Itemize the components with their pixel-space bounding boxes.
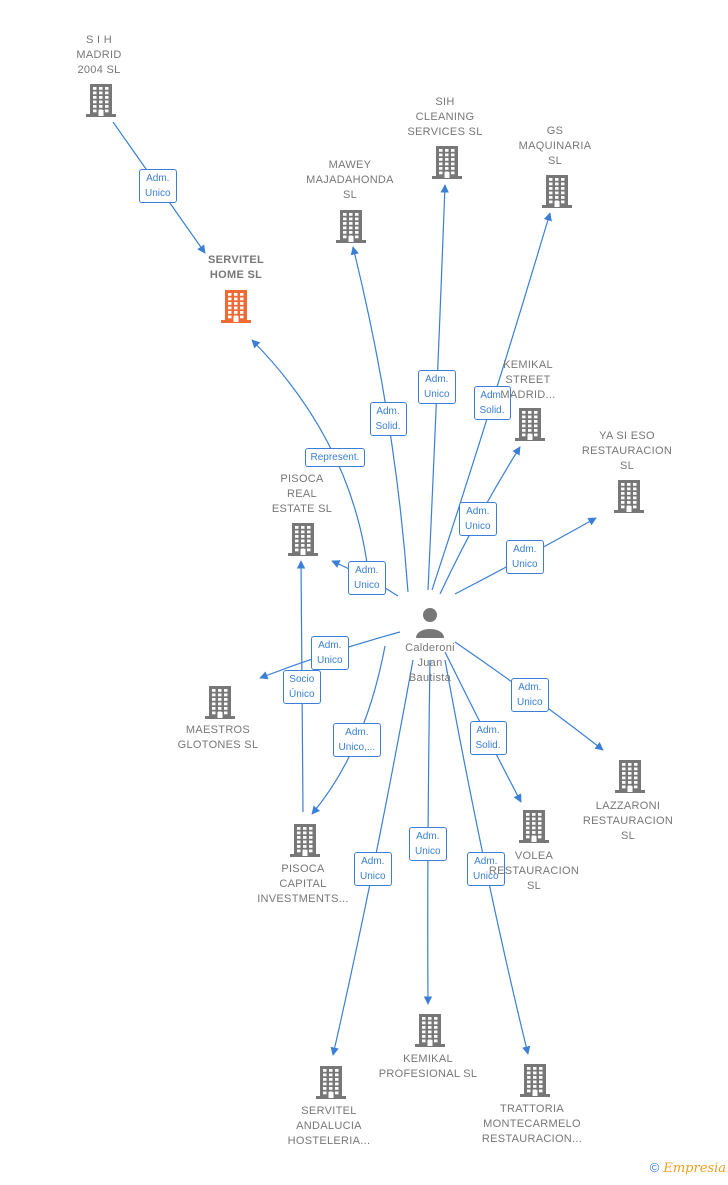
edge-label-sih_madrid-to-servitel_home[interactable]: Adm. Unico: [139, 169, 177, 203]
edge-label-person-to-ya_si_eso[interactable]: Adm. Unico: [506, 540, 544, 574]
focus-company-building-icon[interactable]: [219, 288, 253, 324]
node-label-maestros[interactable]: MAESTROS GLOTONES SL: [177, 724, 259, 751]
node-label-pisoca_capital[interactable]: PISOCA CAPITAL INVESTMENTS...: [257, 862, 349, 905]
edge-label-person-to-lazzaroni[interactable]: Adm. Unico: [511, 678, 549, 712]
node-label-person[interactable]: Calderoni Juan Bautista: [405, 641, 455, 684]
company-building-icon[interactable]: [413, 1012, 447, 1048]
node-label-sih_cleaning[interactable]: SIH CLEANING SERVICES SL: [407, 95, 483, 138]
empresia-logo: Empresia: [663, 1161, 726, 1176]
edge-label-person-to-kemikal_prof[interactable]: Adm. Unico: [409, 827, 447, 861]
node-label-servitel_andalucia[interactable]: SERVITEL ANDALUCIA HOSTELERIA...: [287, 1104, 371, 1147]
copyright-icon: ©: [649, 1160, 660, 1175]
company-building-icon[interactable]: [517, 808, 551, 844]
company-building-icon[interactable]: [613, 758, 647, 794]
company-building-icon[interactable]: [430, 144, 464, 180]
company-building-icon[interactable]: [288, 822, 322, 858]
company-building-icon[interactable]: [518, 1062, 552, 1098]
company-building-icon[interactable]: [286, 521, 320, 557]
company-building-icon[interactable]: [540, 173, 574, 209]
edge-label-pisoca_capital-to-pisoca_real[interactable]: Socio Único: [283, 670, 321, 704]
node-label-kemikal_prof[interactable]: KEMIKAL PROFESIONAL SL: [378, 1053, 478, 1080]
edge-label-person-to-sih_cleaning[interactable]: Adm. Unico: [418, 370, 456, 404]
node-label-sih_madrid[interactable]: S I H MADRID 2004 SL: [76, 33, 122, 76]
edge-label-person-to-pisoca_real[interactable]: Adm. Unico: [348, 561, 386, 595]
edge-label-person-to-servitel_home[interactable]: Represent.: [304, 447, 366, 467]
company-building-icon[interactable]: [314, 1064, 348, 1100]
edge-label-person-to-gs_maquinaria[interactable]: Adm. Solid.: [473, 386, 511, 420]
company-building-icon[interactable]: [203, 684, 237, 720]
node-label-mawey[interactable]: MAWEY MAJADAHONDA SL: [306, 158, 394, 201]
edge-label-person-to-kemikal_street[interactable]: Adm. Unico: [459, 502, 497, 536]
company-building-icon[interactable]: [513, 406, 547, 442]
company-building-icon[interactable]: [612, 478, 646, 514]
node-label-pisoca_real[interactable]: PISOCA REAL ESTATE SL: [271, 472, 333, 515]
edge-label-person-to-trattoria[interactable]: Adm. Unico: [467, 852, 505, 886]
edge-label-person-to-volea[interactable]: Adm. Solid.: [469, 721, 507, 755]
node-label-gs_maquinaria[interactable]: GS MAQUINARIA SL: [518, 124, 592, 167]
node-label-lazzaroni[interactable]: LAZZARONI RESTAURACION SL: [582, 799, 674, 842]
node-label-ya_si_eso[interactable]: YA SI ESO RESTAURACION SL: [581, 429, 673, 472]
empresia-watermark[interactable]: ©Empresia: [650, 1160, 726, 1176]
node-label-trattoria[interactable]: TRATTORIA MONTECARMELO RESTAURACION...: [481, 1102, 583, 1145]
node-label-volea[interactable]: VOLEA RESTAURACION SL: [488, 849, 580, 892]
company-building-icon[interactable]: [84, 82, 118, 118]
edge-label-person-to-maestros[interactable]: Adm. Unico: [311, 636, 349, 670]
person-icon[interactable]: [413, 604, 447, 640]
node-label-servitel_home[interactable]: SERVITEL HOME SL: [208, 254, 264, 281]
edge-label-person-to-pisoca_capital[interactable]: Adm. Unico,...: [332, 723, 382, 757]
edge-label-person-to-servitel_andalucia[interactable]: Adm. Unico: [354, 852, 392, 886]
edge-label-person-to-mawey[interactable]: Adm. Solid.: [369, 402, 407, 436]
company-building-icon[interactable]: [334, 208, 368, 244]
node-label-kemikal_street[interactable]: KEMIKAL STREET MADRID...: [500, 358, 556, 401]
